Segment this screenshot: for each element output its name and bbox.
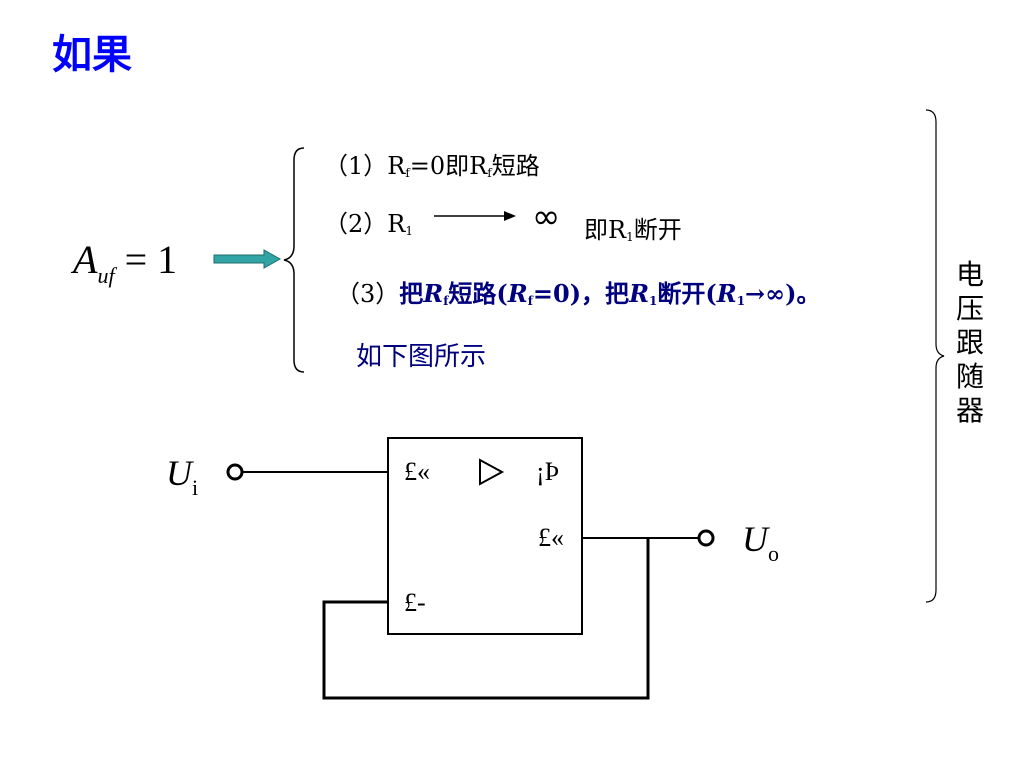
output-terminal-icon	[697, 529, 715, 547]
pin-output-label: £«	[538, 523, 564, 552]
page-title: 如果	[52, 32, 132, 78]
implication-arrow-icon	[213, 249, 282, 269]
tends-to-arrow-icon	[434, 211, 516, 221]
case-2-result: 即R1断开	[584, 216, 682, 244]
right-brace-icon	[925, 109, 945, 603]
formula-rhs: = 1	[124, 237, 178, 282]
case-3: （3）把Rf短路(Rf=0)，把R1断开(R1→∞)。	[336, 279, 821, 308]
formula-sub: uf	[97, 263, 115, 288]
infinity-symbol: ∞	[532, 197, 561, 237]
gain-formula: Auf = 1	[73, 236, 177, 289]
case-2: （2）R1	[324, 210, 413, 238]
input-terminal-icon	[226, 463, 244, 481]
left-brace-icon	[283, 147, 305, 373]
pin-minus-label: £-	[404, 588, 426, 617]
pin-plus-label: £«	[404, 457, 430, 486]
case-1: （1）Rf=0即Rf短路	[324, 152, 540, 180]
side-label: 电 压 跟 随 器	[955, 258, 984, 427]
pin-infinity-label: ¡Þ	[536, 457, 560, 486]
feedback-wire	[322, 538, 650, 700]
output-voltage-label: Uo	[742, 519, 779, 566]
amplifier-triangle-icon	[479, 458, 505, 486]
input-voltage-label: Ui	[166, 453, 199, 500]
op-amp-box	[387, 437, 583, 635]
formula-main: A	[73, 237, 98, 282]
case-4: 如下图所示	[356, 342, 487, 372]
